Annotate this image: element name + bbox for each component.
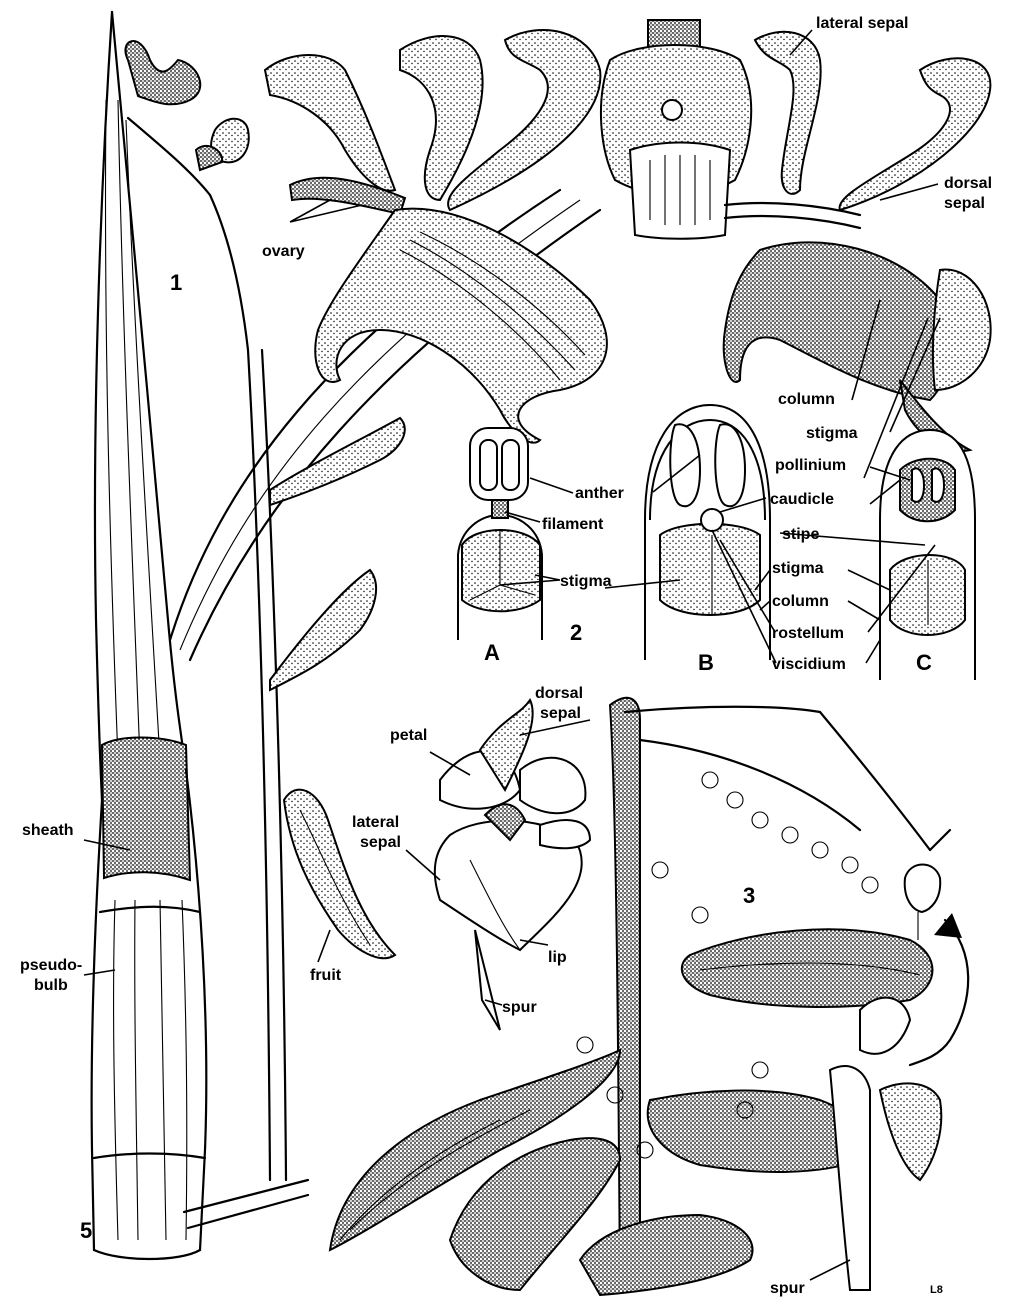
label-panel-c: C xyxy=(916,650,932,675)
label-stigma-top: stigma xyxy=(806,425,858,442)
label-stigma-a: stigma xyxy=(560,573,612,590)
label-panel-b: B xyxy=(698,650,714,675)
label-petal: petal xyxy=(390,727,427,744)
label-spur-flower: spur xyxy=(502,999,537,1016)
label-panel-a: A xyxy=(484,640,500,665)
label-stipe: stipe xyxy=(782,526,819,543)
flower-side-view xyxy=(724,32,991,451)
label-dorsal-top: dorsal xyxy=(944,175,992,192)
figure-3-plant xyxy=(330,698,968,1295)
label-rostellum: rostellum xyxy=(772,625,844,642)
label-figure-1: 1 xyxy=(170,270,182,295)
label-stigma-b: stigma xyxy=(772,560,824,577)
label-filament: filament xyxy=(542,516,604,533)
label-column-top: column xyxy=(778,391,835,408)
label-lip: lip xyxy=(548,949,567,966)
flower-front-view xyxy=(601,20,751,239)
label-column-b: column xyxy=(772,593,829,610)
artist-signature: L8 xyxy=(930,1284,943,1296)
label-figure-3: 3 xyxy=(743,883,755,908)
label-figure-5: 5 xyxy=(80,1218,92,1243)
label-spur-bottom: spur xyxy=(770,1280,805,1297)
label-pollinium: pollinium xyxy=(775,457,846,474)
label-lateral-fig3: lateral xyxy=(352,814,399,831)
label-bulb: bulb xyxy=(34,977,68,994)
label-dorsal-fig3: dorsal xyxy=(535,685,583,702)
label-pseudo: pseudo- xyxy=(20,957,82,974)
label-viscidium: viscidium xyxy=(772,656,846,673)
label-sheath: sheath xyxy=(22,822,74,839)
label-sepal-fig3: sepal xyxy=(540,705,581,722)
label-sepal-top: sepal xyxy=(944,195,985,212)
label-figure-2: 2 xyxy=(570,620,582,645)
flower-enlarged xyxy=(265,30,607,443)
label-caudicle: caudicle xyxy=(770,491,834,508)
label-lateral-sepal-top: lateral sepal xyxy=(816,15,909,32)
label-anther: anther xyxy=(575,485,624,502)
label-sepal-lateral-fig3: sepal xyxy=(360,834,401,851)
label-ovary: ovary xyxy=(262,243,305,260)
label-fruit: fruit xyxy=(310,967,342,984)
